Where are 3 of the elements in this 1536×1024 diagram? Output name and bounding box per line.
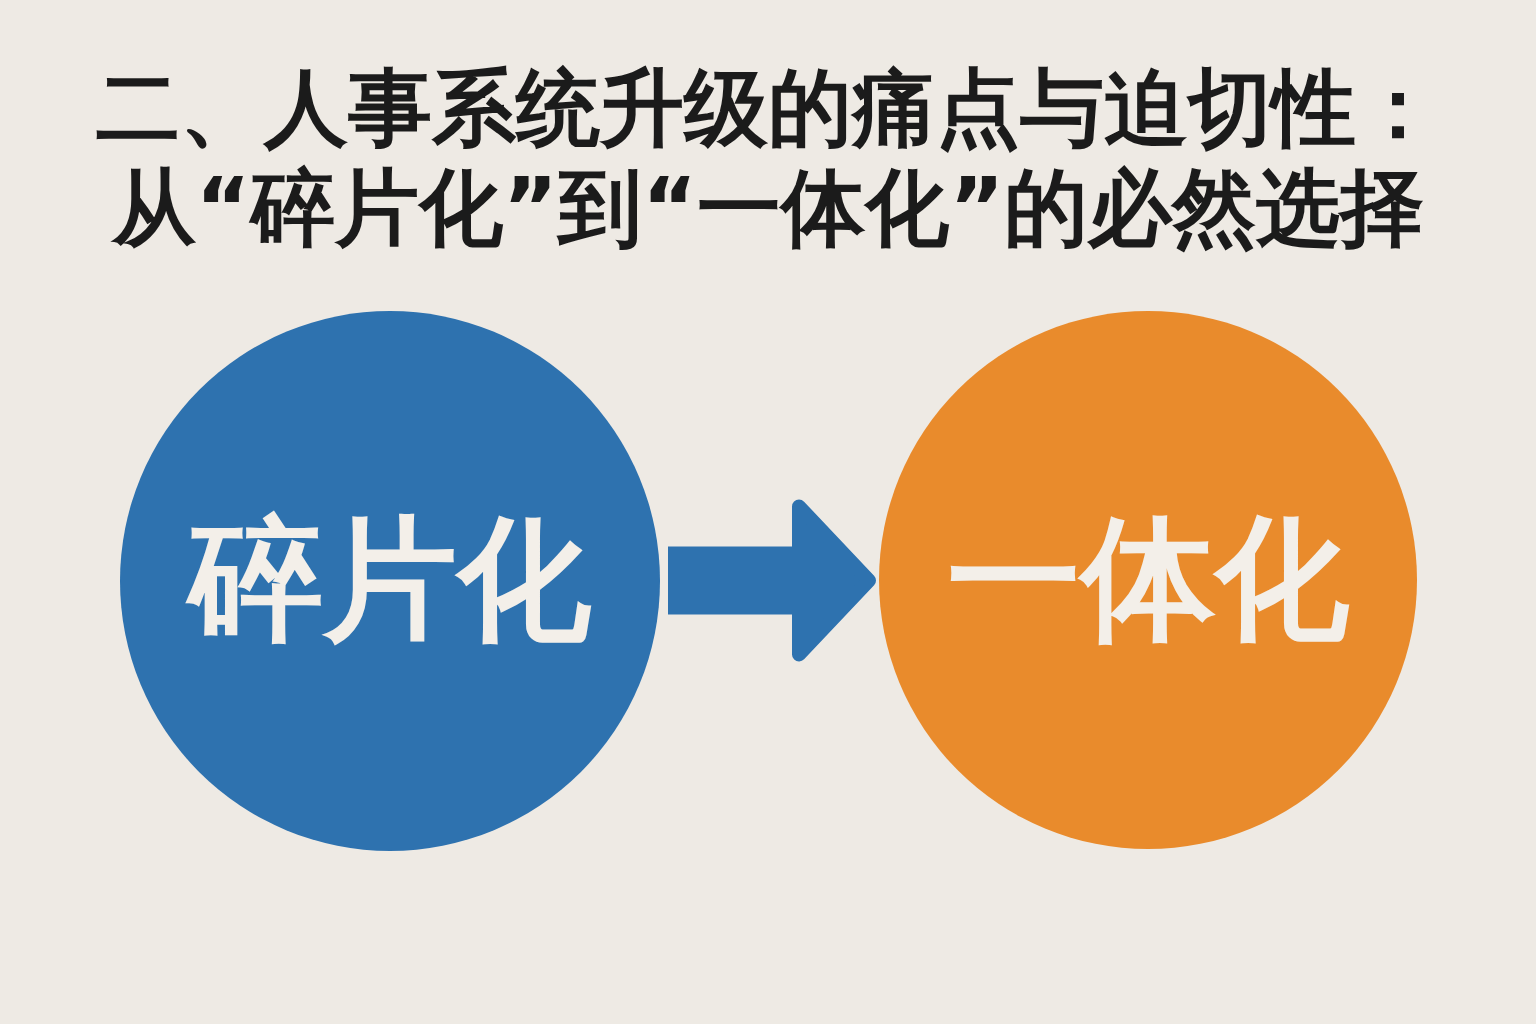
title: 二、人事系统升级的痛点与迫切性：从“碎片化”到“一体化”的必然选择: [95, 58, 1441, 258]
node-label: 一体化: [947, 506, 1349, 654]
arrow: [668, 499, 876, 662]
